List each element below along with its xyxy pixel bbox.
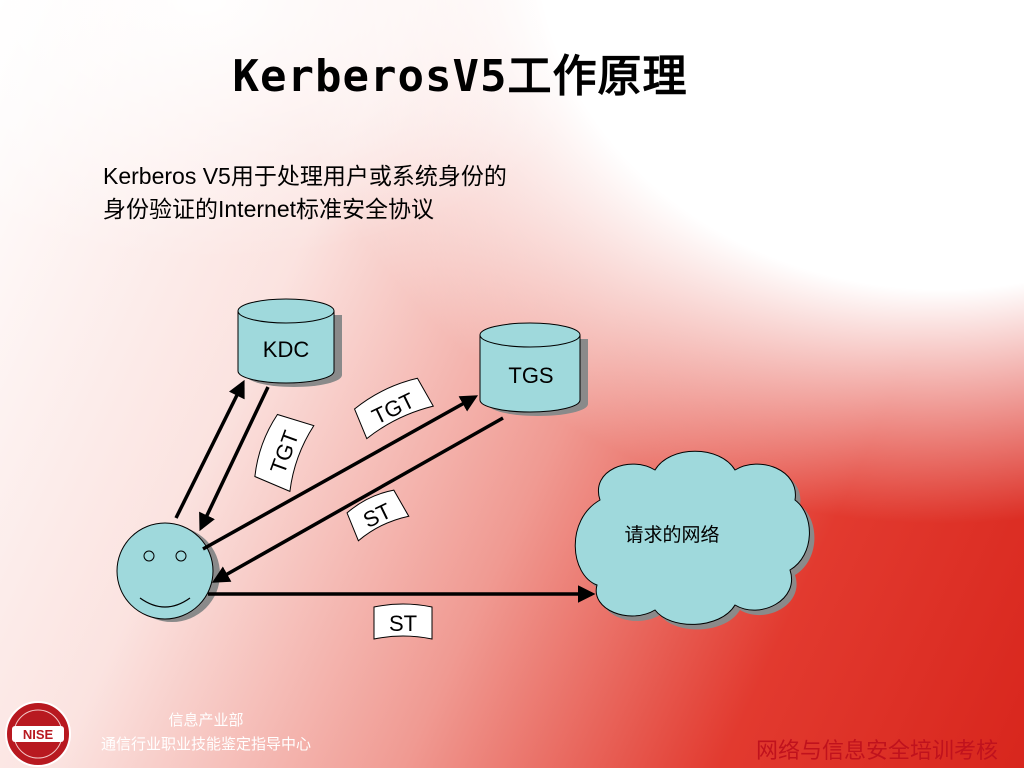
ticket-st-to-network: ST bbox=[373, 603, 433, 640]
footer-program: 网络与信息安全培训考核 bbox=[755, 739, 998, 764]
ticket-tgt-to-tgs: TGT bbox=[353, 377, 435, 440]
footer-org-line-2: 通信行业职业技能鉴定指导中心 bbox=[100, 735, 311, 753]
client-smiley-icon bbox=[116, 522, 220, 622]
tgs-label: TGS bbox=[508, 363, 553, 388]
ticket-tgt-from-kdc: TGT bbox=[254, 413, 315, 493]
slide-title: KerberosV5工作原理 bbox=[232, 51, 688, 102]
subtitle-line-2: 身份验证的Internet标准安全协议 bbox=[103, 196, 434, 222]
ticket-st-from-tgs: ST bbox=[346, 489, 410, 542]
ticket-st-to-network-label: ST bbox=[389, 611, 417, 636]
arrow-tgs-to-client bbox=[211, 416, 504, 583]
arrow-client-to-kdc bbox=[174, 379, 245, 519]
tgs-database: TGS bbox=[479, 322, 588, 416]
arrow-client-to-tgs bbox=[202, 395, 479, 551]
kdc-database: KDC bbox=[237, 298, 342, 387]
footer-organization: 信息产业部 通信行业职业技能鉴定指导中心 bbox=[78, 708, 334, 756]
network-label: 请求的网络 bbox=[624, 524, 719, 546]
footer-org-line-1: 信息产业部 bbox=[168, 711, 244, 729]
kdc-label: KDC bbox=[263, 337, 310, 362]
network-cloud: 请求的网络 bbox=[574, 450, 815, 630]
arrow-kdc-to-client bbox=[199, 386, 270, 532]
logo-text: NISE bbox=[23, 727, 54, 742]
flow-arrows bbox=[174, 379, 596, 603]
subtitle-line-1: Kerberos V5用于处理用户或系统身份的 bbox=[103, 163, 507, 189]
nise-logo-icon: NISE bbox=[5, 701, 71, 767]
subtitle: Kerberos V5用于处理用户或系统身份的 身份验证的Internet标准安… bbox=[103, 160, 663, 226]
